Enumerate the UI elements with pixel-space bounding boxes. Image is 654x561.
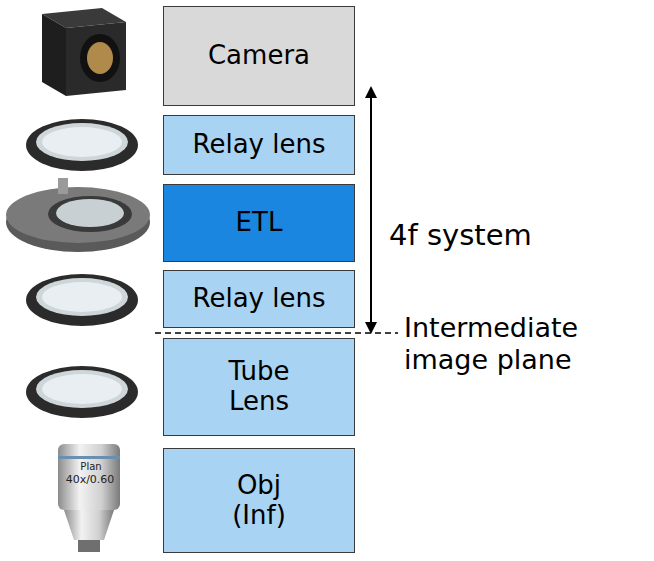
lens-photo: [26, 119, 138, 171]
box-text: Tube Lens: [199, 357, 319, 417]
span-arrow: [370, 92, 372, 328]
box-text: Relay lens: [193, 130, 326, 160]
image-plane-line: [155, 332, 398, 334]
lens-photo: [26, 366, 138, 418]
component-box: Obj (Inf): [163, 448, 355, 553]
component-box: ETL: [163, 184, 355, 262]
objective-photo: [58, 444, 120, 552]
camera-photo: [42, 8, 126, 96]
span-label: 4f system: [389, 218, 589, 253]
component-box: Relay lens: [163, 270, 355, 328]
box-text: Obj (Inf): [209, 471, 309, 531]
objective-text: Plan: [76, 462, 106, 472]
lens-photo: [26, 274, 138, 326]
component-box: Camera: [163, 6, 355, 106]
plane-label: Intermediate image plane: [404, 312, 649, 377]
box-text: ETL: [236, 208, 283, 238]
component-box: Tube Lens: [163, 338, 355, 436]
box-text: Relay lens: [193, 284, 326, 314]
etl-photo: [6, 178, 150, 252]
box-text: Camera: [208, 41, 310, 71]
component-box: Relay lens: [163, 115, 355, 175]
objective-text: 40x/0.60: [62, 474, 118, 485]
